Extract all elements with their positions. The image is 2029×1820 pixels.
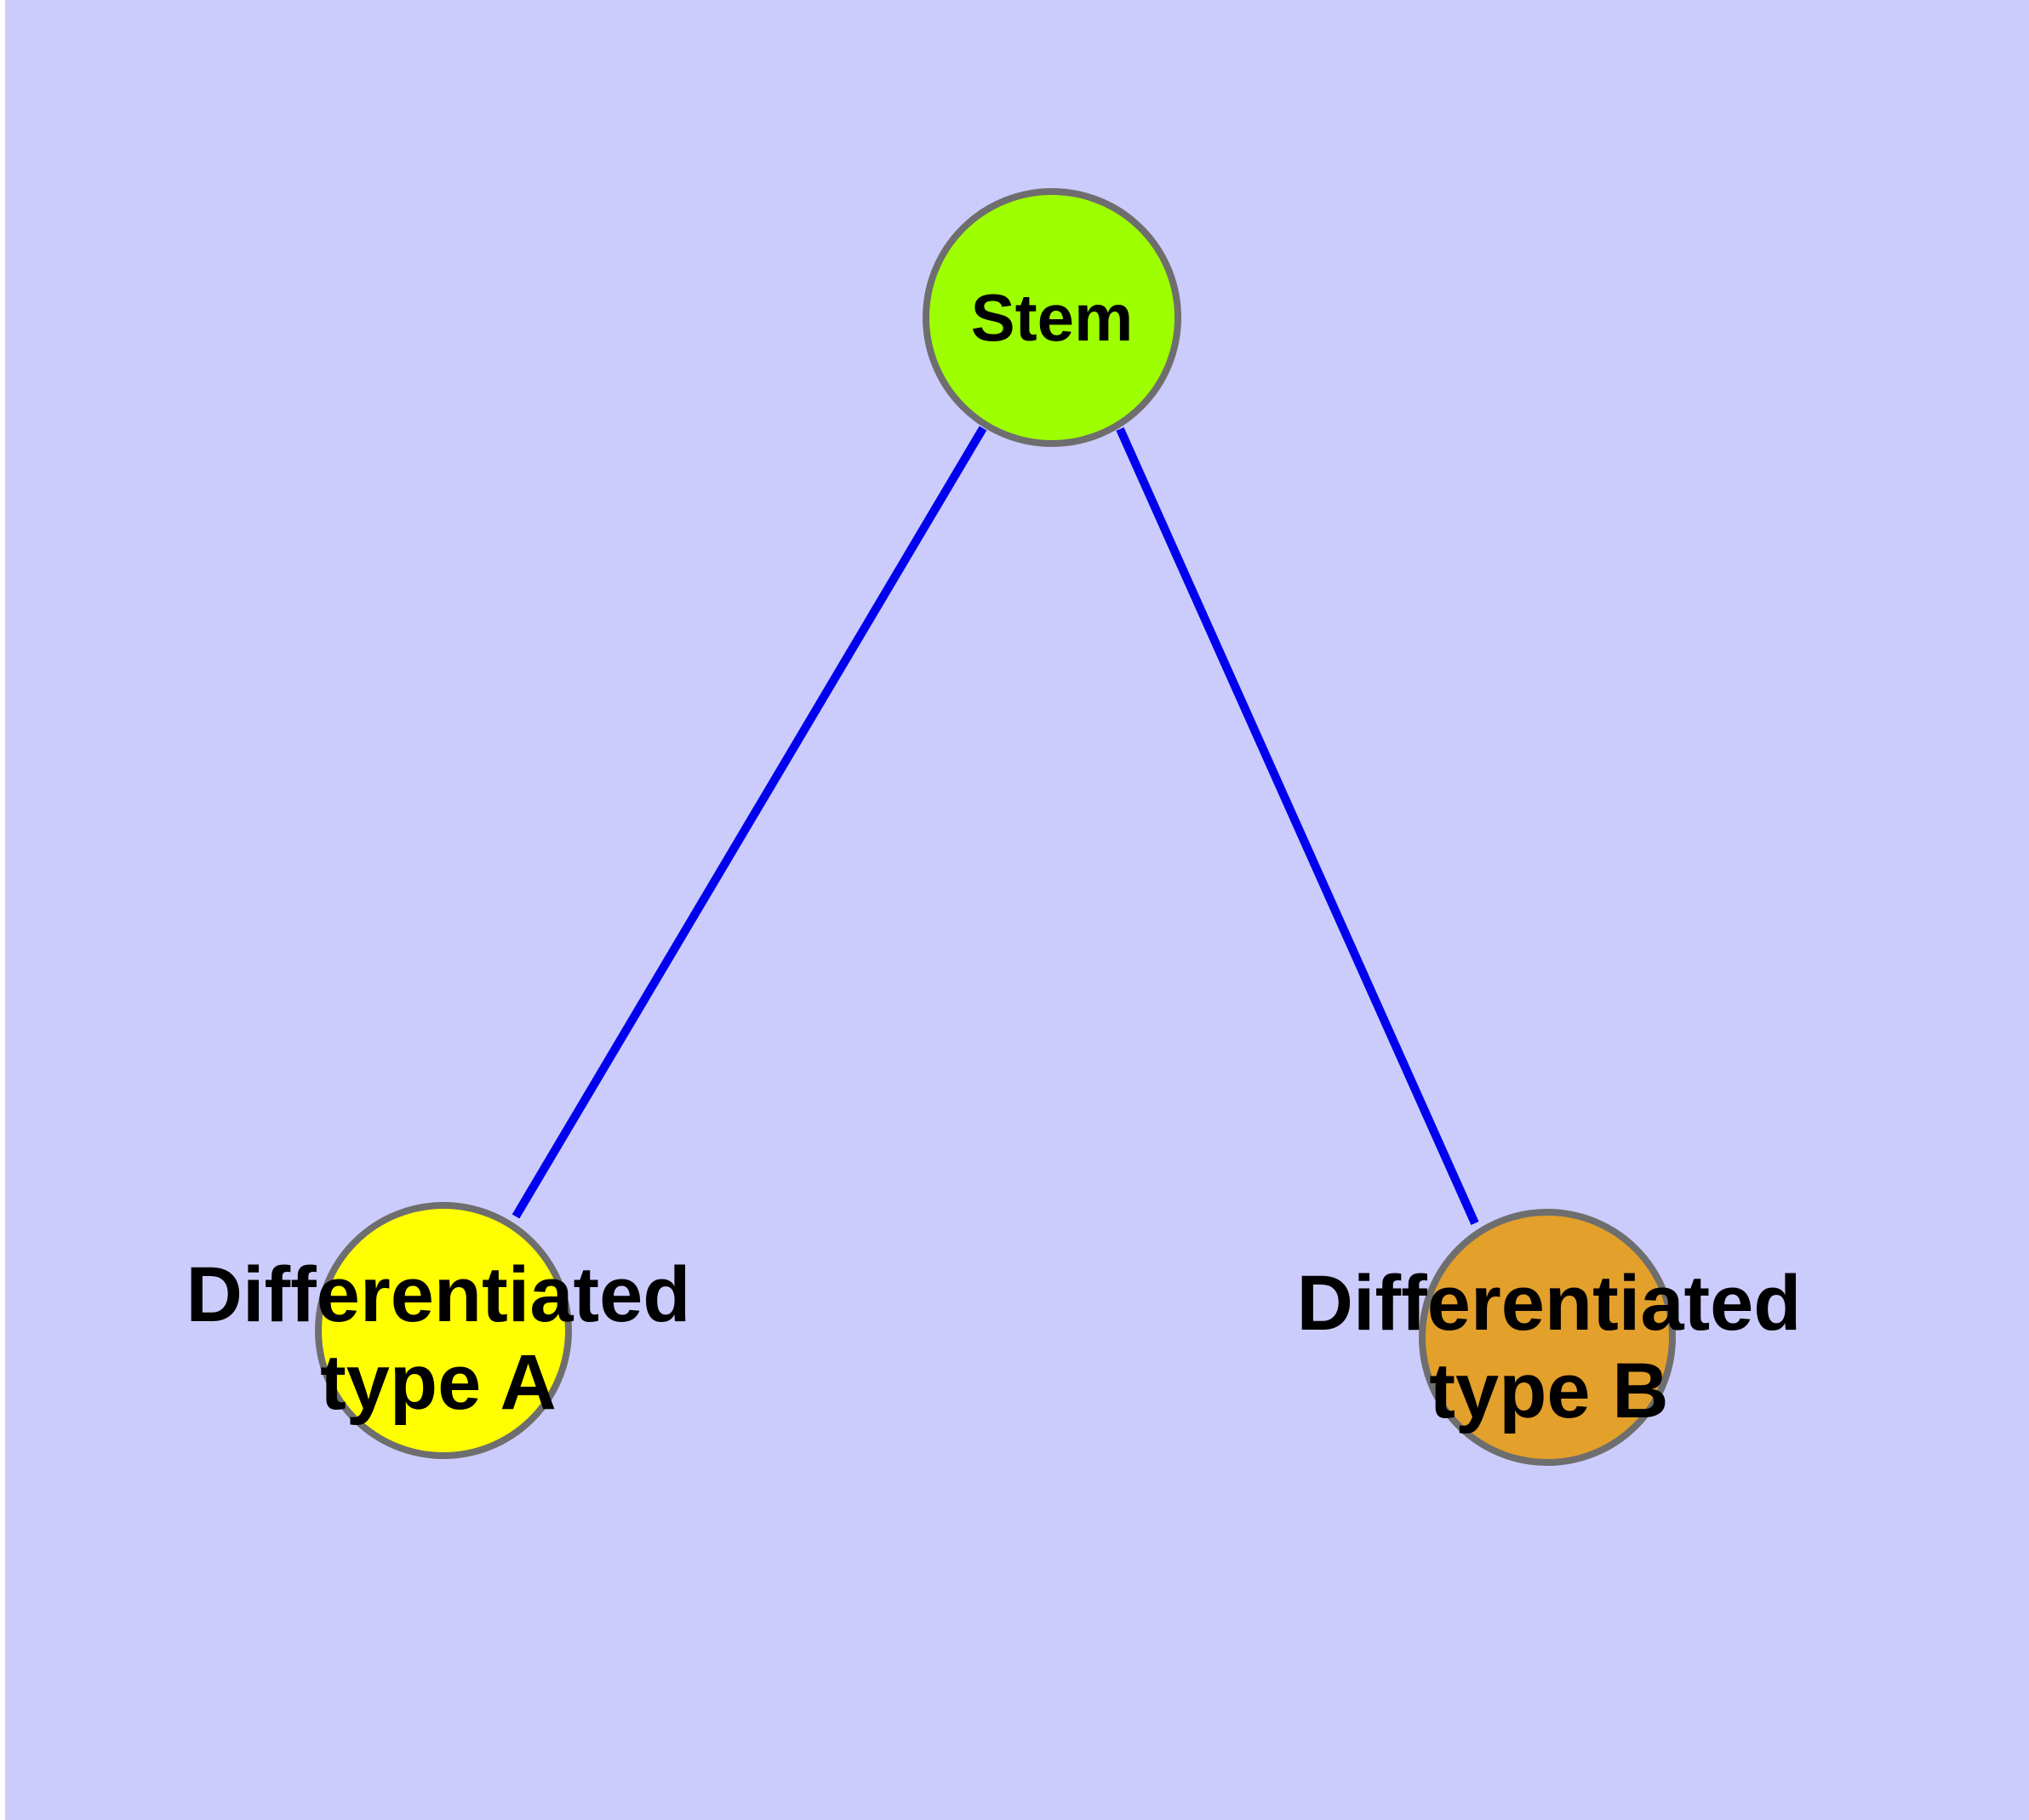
graph-edge-stem-diff_a	[512, 426, 987, 1219]
nodes-layer	[315, 188, 1676, 1466]
graph-edge-stem-diff_b	[1116, 426, 1479, 1226]
graph-node-diff_a[interactable]	[315, 1202, 572, 1459]
edges-layer	[512, 426, 1479, 1226]
graph-node-stem[interactable]	[923, 188, 1181, 447]
graph-node-diff_b[interactable]	[1419, 1209, 1676, 1466]
